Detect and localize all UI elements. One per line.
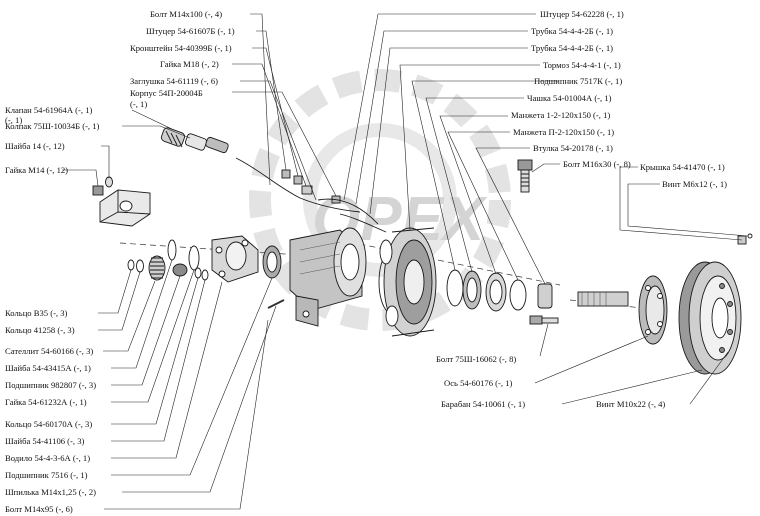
label-korpus: Корпус 54П-20004Б	[130, 88, 203, 98]
valve-assembly	[160, 127, 229, 154]
label-shpilka: Шпилька М14х1,25 (-, 2)	[5, 487, 96, 497]
label-klapan: Клапан 54-61964А (-, 1)	[5, 105, 92, 115]
parts	[92, 127, 753, 375]
label-vint-m10x22: Винт М10х22 (-, 4)	[596, 399, 665, 409]
label-zaglushka: Заглушка 54-61119 (-, 6)	[130, 76, 218, 86]
label-podshipnik-982807: Подшипник 982807 (-, 3)	[5, 380, 96, 390]
labels-left: Кольцо В35 (-, 3) Кольцо 41258 (-, 3) Са…	[5, 308, 96, 514]
stud	[267, 299, 285, 309]
label-shtucer-62228: Штуцер 54-62228 (-, 1)	[540, 9, 624, 19]
brake-assembly	[378, 227, 437, 337]
label-trubka-2: Трубка 54-4-4-2Б (-, 1)	[531, 43, 613, 53]
label-shaiba-41106: Шайба 54-41106 (-, 3)	[5, 436, 85, 446]
axle	[577, 275, 668, 345]
label-vodilo: Водило 54-4-3-6А (-, 1)	[5, 453, 90, 463]
label-kolco-v35: Кольцо В35 (-, 3)	[5, 308, 68, 318]
label-trubka-1: Трубка 54-4-4-2Б (-, 1)	[531, 26, 613, 36]
planetary-group	[127, 239, 209, 281]
label-manzheta-2: Манжета П-2-120х150 (-, 1)	[513, 127, 614, 137]
seal-ring-group	[446, 269, 553, 312]
label-kryshka: Крышка 54-41470 (-, 1)	[640, 162, 725, 172]
label-bolt-75sh: Болт 75Ш-16062 (-, 8)	[436, 354, 516, 364]
label-tormoz: Тормоз 54-4-4-1 (-, 1)	[543, 60, 621, 70]
carrier	[211, 235, 259, 283]
label-korpus-qty: (-, 1)	[130, 99, 147, 109]
labels-bottom: Болт 75Ш-16062 (-, 8) Ось 54-60176 (-, 1…	[436, 354, 665, 409]
label-satellit: Сателлит 54-60166 (-, 3)	[5, 346, 93, 356]
nut-m14	[92, 176, 113, 196]
bolt-75sh	[529, 315, 559, 325]
label-kolco-60170a: Кольцо 54-60170А (-, 3)	[5, 419, 92, 429]
label-shaiba-14: Шайба 14 (-, 12)	[5, 141, 65, 151]
label-kronshtein: Кронштейн 54-40399Б (-, 1)	[130, 43, 232, 53]
bolt-m16	[517, 159, 533, 193]
labels-top: Болт М14х100 (-, 4) Штуцер 54-61607Б (-,…	[5, 9, 235, 175]
labels-right: Штуцер 54-62228 (-, 1) Трубка 54-4-4-2Б …	[511, 9, 727, 189]
hub-housing	[289, 227, 367, 327]
label-vtulka: Втулка 54-20178 (-, 1)	[533, 143, 613, 153]
label-chashka: Чашка 54-01004А (-, 1)	[527, 93, 612, 103]
bracket-block	[99, 189, 151, 227]
label-os: Ось 54-60176 (-, 1)	[444, 378, 512, 388]
label-kolpak: Колпак 75Ш-10034Б (-, 1)	[5, 121, 100, 131]
fittings	[235, 157, 387, 233]
label-kolco-41258: Кольцо 41258 (-, 3)	[5, 325, 75, 335]
label-manzheta-1: Манжета 1-2-120х150 (-, 1)	[511, 110, 610, 120]
label-bolt-m16x30: Болт М16х30 (-, 8)	[563, 159, 631, 169]
label-gaika-m14: Гайка М14 (-, 12)	[5, 165, 68, 175]
label-baraban: Барабан 54-10061 (-, 1)	[441, 399, 525, 409]
label-bolt-m14x95: Болт М14х95 (-, 6)	[5, 504, 73, 514]
label-podshipnik-7517k: Подшипник 7517К (-, 1)	[534, 76, 622, 86]
leader-lines	[62, 13, 749, 510]
label-klapan-qty: (-, 1)	[5, 115, 22, 125]
label-gaika-61232a: Гайка 54-61232А (-, 1)	[5, 397, 87, 407]
label-shaiba-43415a: Шайба 54-43415А (-, 1)	[5, 363, 91, 373]
label-vint-m6x12: Винт М6х12 (-, 1)	[662, 179, 727, 189]
label-gaika-m18: Гайка М18 (-, 2)	[160, 59, 219, 69]
label-shtucer-61607b: Штуцер 54-61607Б (-, 1)	[146, 26, 235, 36]
bearing-7516	[262, 245, 282, 279]
brake-drum	[678, 261, 742, 375]
label-podshipnik-7516: Подшипник 7516 (-, 1)	[5, 470, 88, 480]
label-bolt-m14x100: Болт М14х100 (-, 4)	[150, 9, 222, 19]
